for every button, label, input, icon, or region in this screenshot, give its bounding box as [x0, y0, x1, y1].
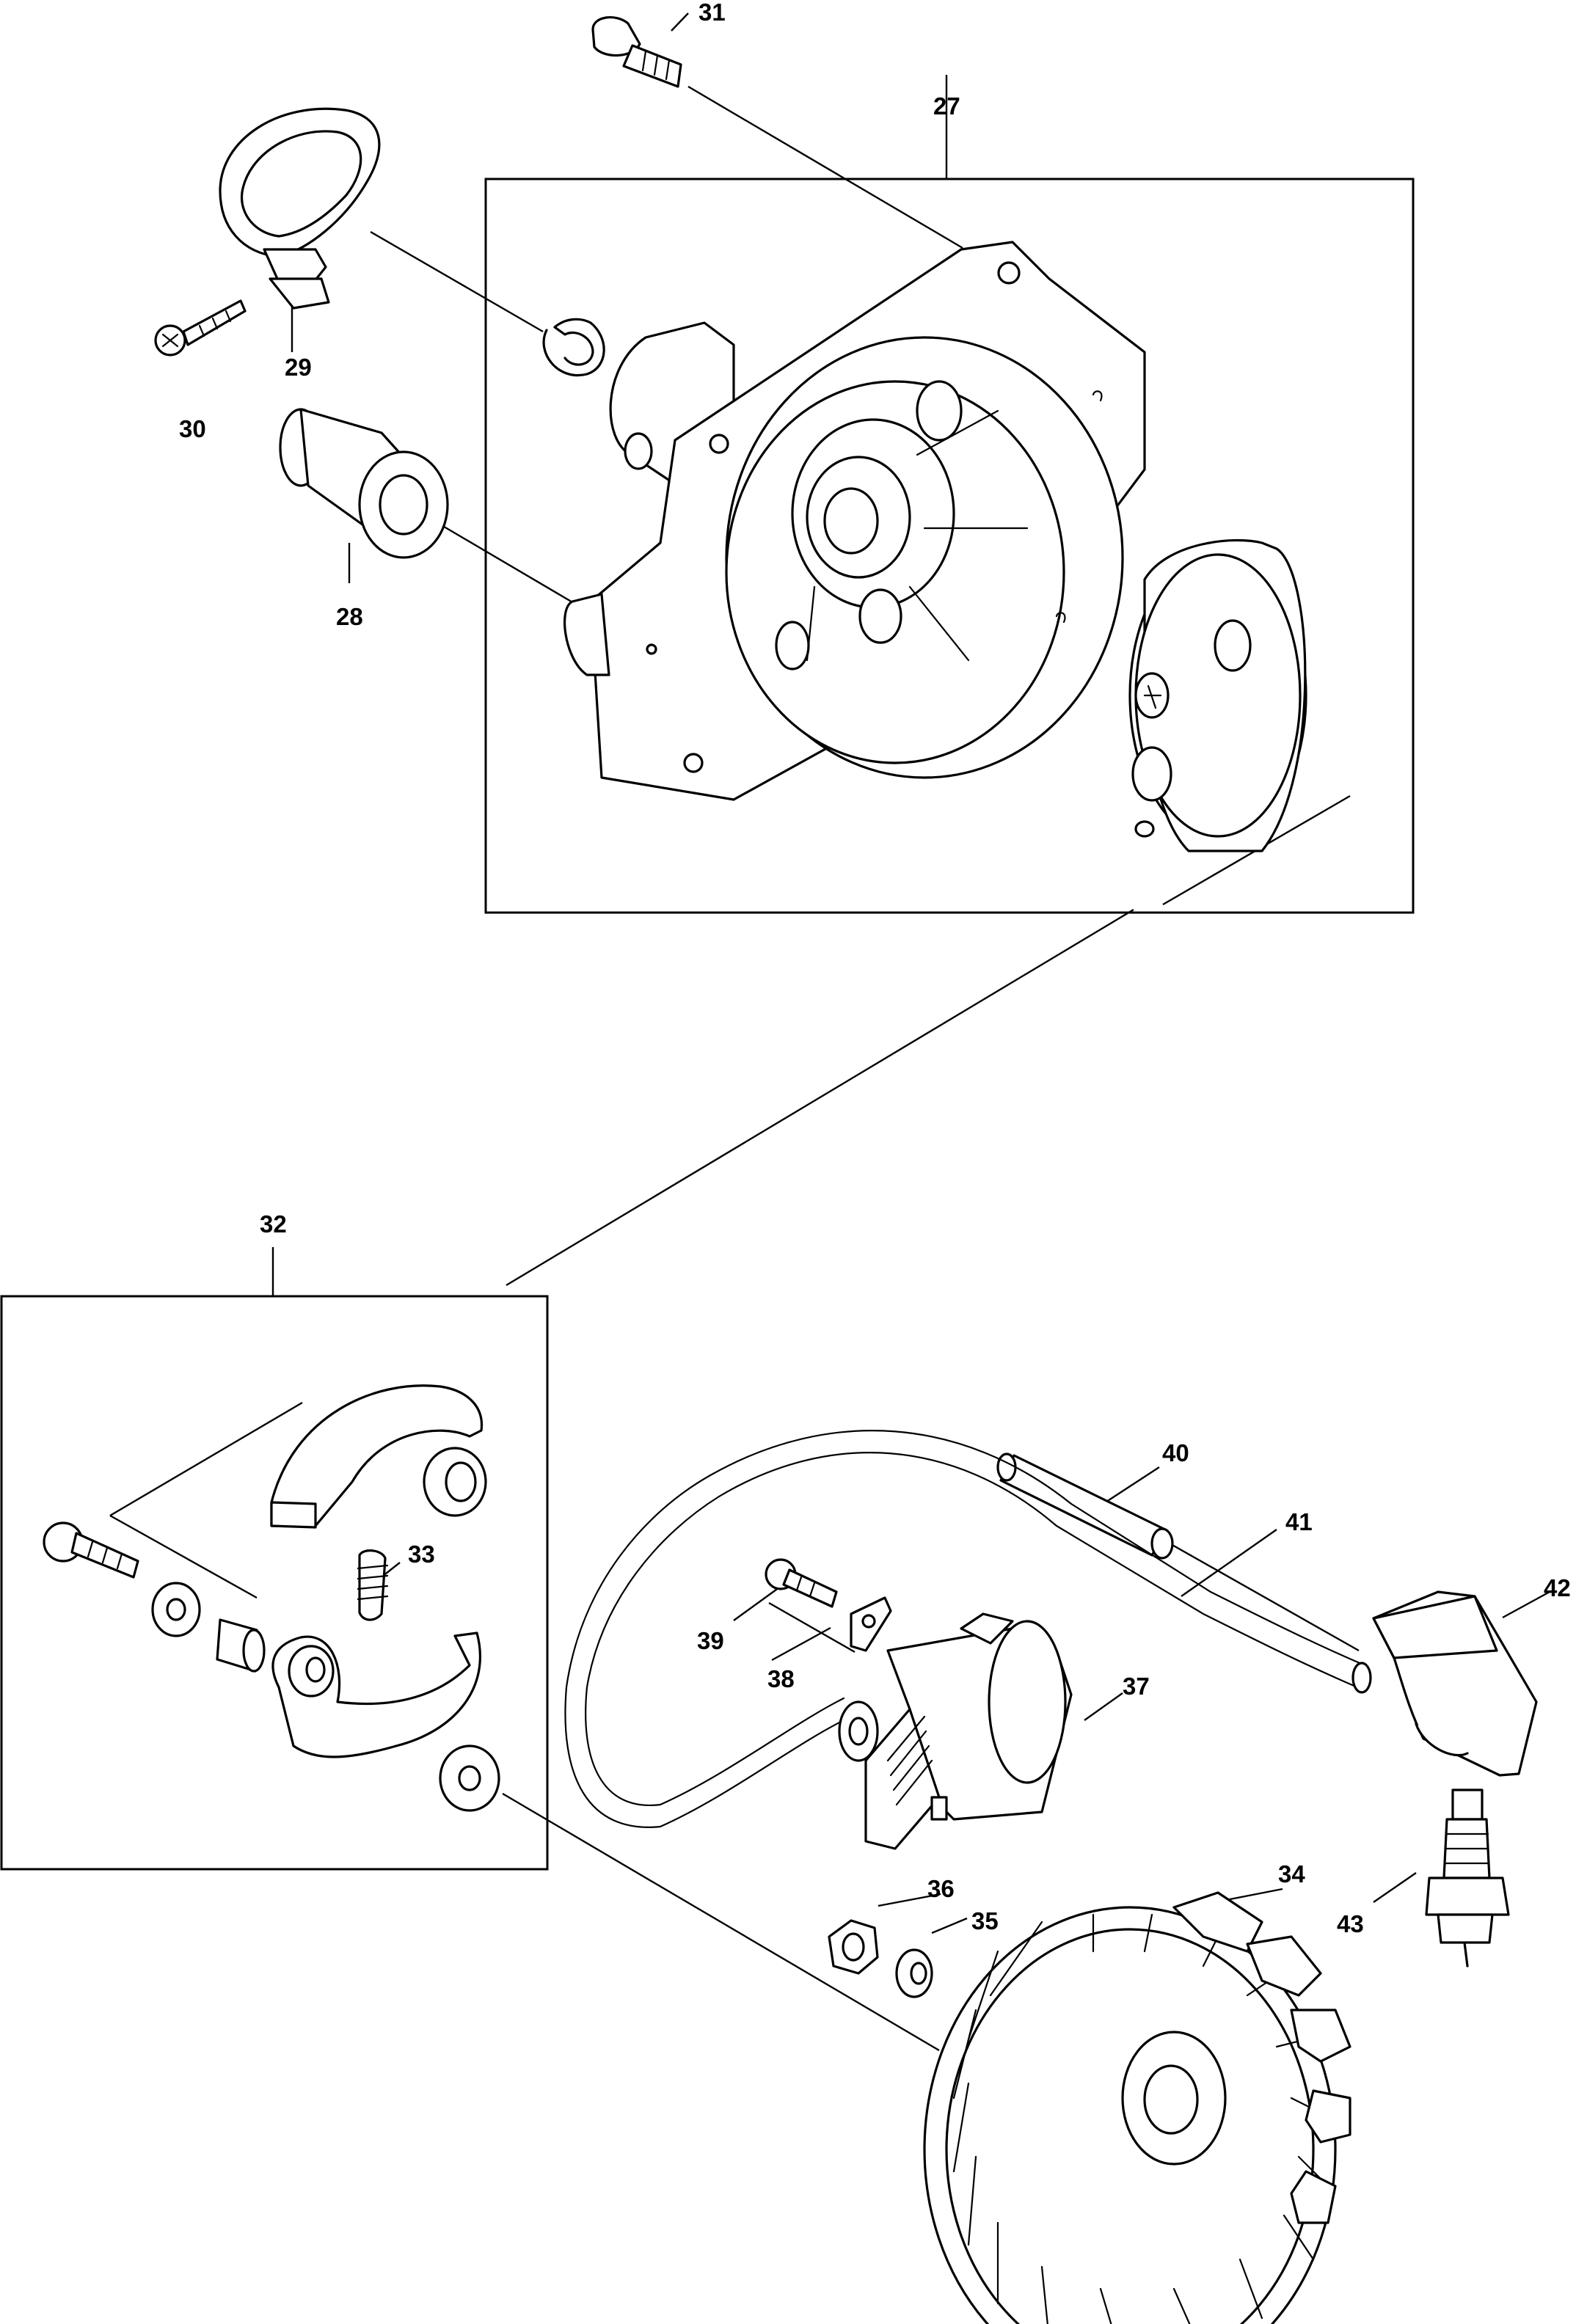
part-36-nut: [828, 1919, 879, 1975]
callout-27: 27: [933, 92, 960, 120]
callout-31: 31: [698, 0, 726, 26]
part-38-terminal: [850, 1596, 892, 1652]
part-27-clutch-housing: [542, 241, 1307, 852]
callout-38: 38: [767, 1665, 795, 1692]
callout-40: 40: [1162, 1439, 1189, 1466]
callout-30: 30: [179, 415, 206, 442]
part-39-screw: [765, 1558, 838, 1608]
callout-32: 32: [260, 1210, 287, 1238]
callout-28: 28: [336, 603, 363, 630]
callout-36: 36: [927, 1875, 955, 1902]
part-31-bolt: [591, 16, 682, 88]
callout-29: 29: [285, 354, 312, 381]
callout-42: 42: [1544, 1574, 1571, 1601]
clutch-shoe-assembly-frame: [0, 1295, 549, 1871]
callout-34: 34: [1278, 1860, 1305, 1888]
part-28-bushing: [279, 408, 449, 559]
part-34-flywheel: [923, 1891, 1351, 2324]
part-29-clamp: [219, 107, 381, 310]
callout-labels: 27 28 29 30 31 32 33 34 35 36 37 38 39 4…: [179, 0, 1571, 1937]
part-43-spark-plug: [1425, 1788, 1510, 1967]
part-32-clutch-shoe-assembly: [43, 1384, 500, 1812]
callout-37: 37: [1123, 1673, 1150, 1700]
part-30-screw: [154, 299, 247, 357]
part-37-ignition-coil: [838, 1612, 1073, 1850]
part-35-washer: [895, 1948, 933, 1998]
part-41-wire: [564, 1430, 1372, 1828]
clutch-housing-assembly-frame: [484, 178, 1415, 914]
callout-43: 43: [1337, 1910, 1364, 1937]
callout-33: 33: [408, 1541, 435, 1568]
callout-41: 41: [1285, 1508, 1313, 1535]
callout-35: 35: [971, 1907, 999, 1934]
callout-39: 39: [697, 1627, 724, 1654]
part-42-plug-cap: [1372, 1590, 1538, 1777]
